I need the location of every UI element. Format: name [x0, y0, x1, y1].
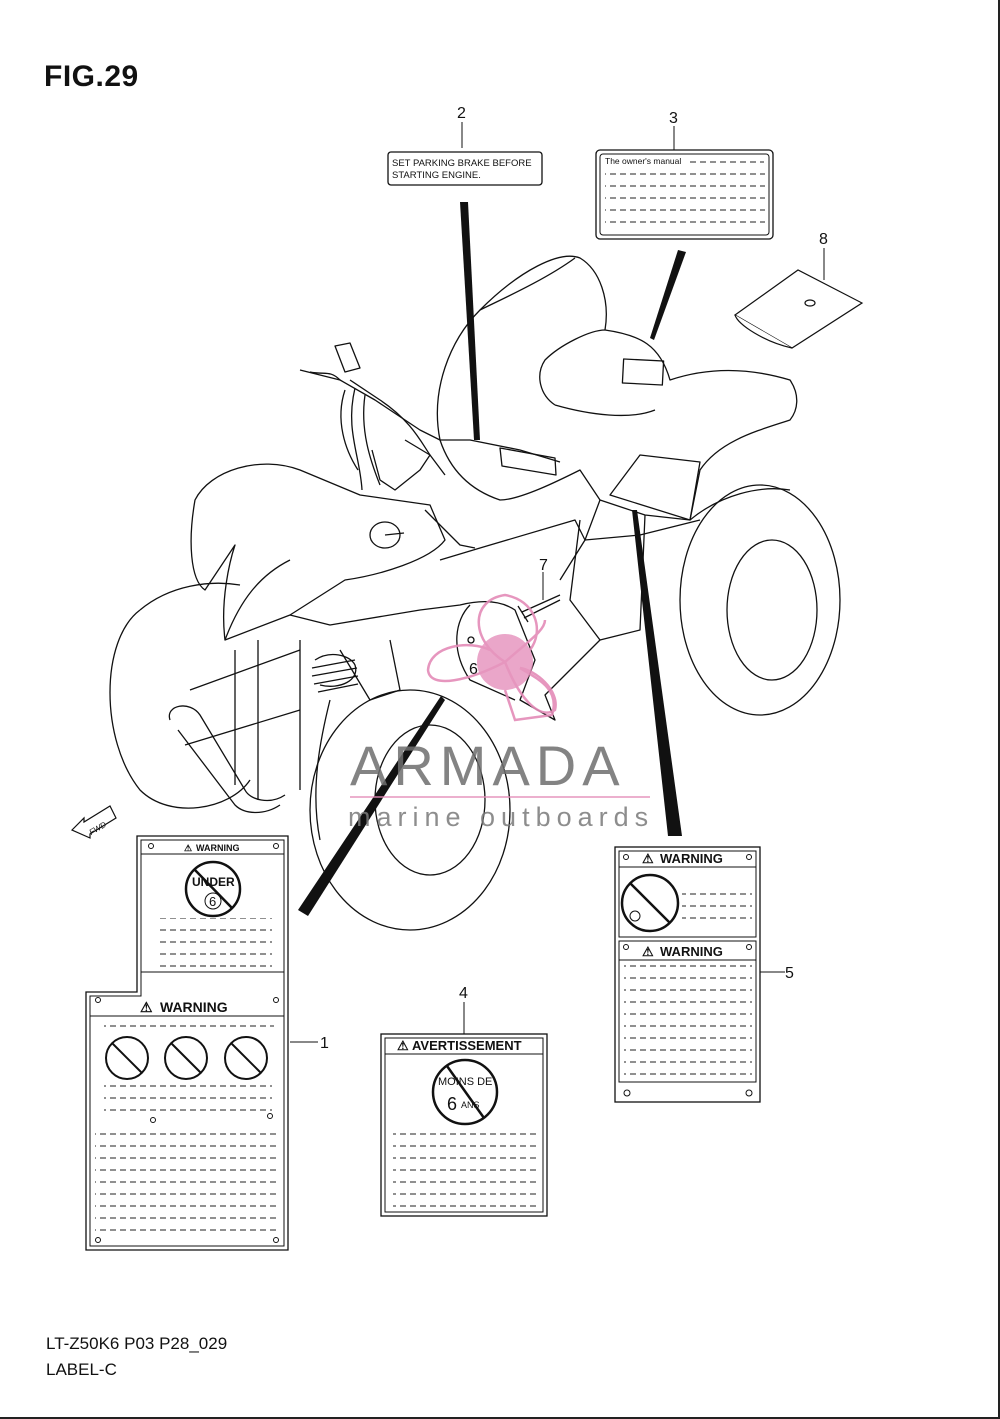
thin-leaders: [290, 122, 825, 1043]
label-parking-brake: SET PARKING BRAKE BEFORE STARTING ENGINE…: [387, 151, 543, 186]
label-5-warning: ⚠ WARNING ⚠ WARNING: [614, 846, 761, 1103]
callout-1: 1: [320, 1035, 329, 1052]
svg-text:WARNING: WARNING: [196, 843, 240, 853]
svg-text:SET PARKING BRAKE BEFORE: SET PARKING BRAKE BEFORE: [392, 158, 532, 169]
svg-text:The owner's manual: The owner's manual: [605, 156, 681, 166]
watermark-propeller-logo: [426, 593, 557, 722]
svg-text:WARNING: WARNING: [160, 999, 228, 1015]
svg-text:AVERTISSEMENT: AVERTISSEMENT: [412, 1038, 522, 1053]
callout-3: 3: [669, 110, 678, 127]
label-owners-manual: The owner's manual: [595, 149, 774, 240]
label-1-warning: ⚠ WARNING UNDER 6 ⚠ WARNING: [85, 835, 289, 1251]
callout-5: 5: [785, 965, 794, 982]
leader-lines: [298, 202, 686, 916]
figure-name: LABEL-C: [46, 1360, 117, 1379]
svg-text:UNDER: UNDER: [192, 875, 235, 889]
callout-8: 8: [819, 231, 828, 248]
callout-6: 6: [469, 661, 478, 678]
svg-text:6: 6: [447, 1094, 457, 1114]
atv-drawing: [109, 255, 841, 931]
callout-7: 7: [539, 557, 548, 574]
svg-text:⚠: ⚠: [397, 1038, 409, 1053]
svg-text:WARNING: WARNING: [660, 851, 723, 866]
callout-4: 4: [459, 985, 468, 1002]
fwd-arrow: FWD: [70, 805, 117, 839]
callout-numbers: 2 3 8 7 6 4 1 5: [320, 105, 828, 1052]
figure-code: LT-Z50K6 P03 P28_029: [46, 1334, 228, 1353]
svg-text:⚠: ⚠: [642, 851, 654, 866]
watermark: ARMADA marine outboards: [348, 593, 654, 832]
svg-text:⚠: ⚠: [140, 999, 153, 1015]
figure-title: FIG.29: [44, 60, 139, 93]
svg-text:ANS: ANS: [461, 1100, 480, 1110]
label-4-avertissement: ⚠ AVERTISSEMENT MOINS DE 6 ANS: [380, 1033, 548, 1217]
svg-text:6: 6: [209, 894, 216, 909]
watermark-tagline: marine outboards: [348, 802, 654, 832]
svg-text:MOINS DE: MOINS DE: [438, 1076, 492, 1088]
watermark-brand: ARMADA: [350, 734, 626, 797]
label-8: [733, 269, 864, 349]
svg-text:⚠: ⚠: [184, 843, 192, 853]
svg-text:⚠: ⚠: [642, 944, 654, 959]
svg-text:WARNING: WARNING: [660, 944, 723, 959]
svg-text:STARTING ENGINE.: STARTING ENGINE.: [392, 170, 481, 181]
callout-2: 2: [457, 105, 466, 122]
